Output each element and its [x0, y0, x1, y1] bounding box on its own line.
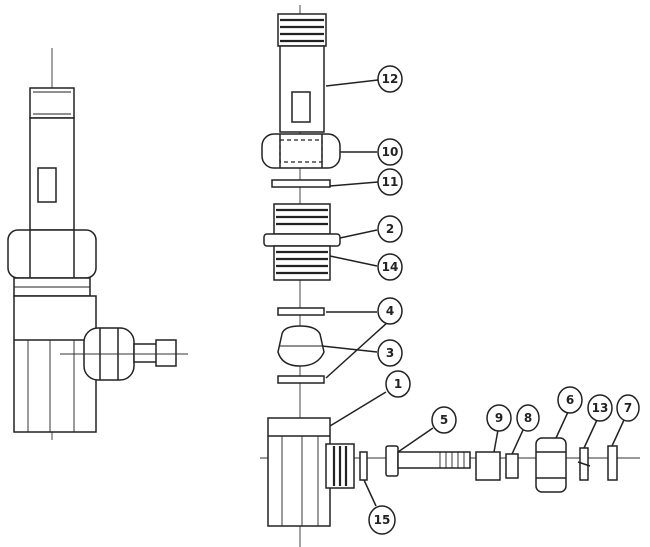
callout-13: 13 — [587, 394, 613, 422]
callout-6: 6 — [557, 386, 583, 414]
callout-label: 7 — [624, 401, 632, 415]
callout-9: 9 — [486, 404, 512, 432]
part-13-split-washer — [577, 447, 591, 481]
part-4-lower-seat — [277, 375, 325, 384]
assembled-valve-view — [7, 48, 188, 440]
part-3-ball — [277, 325, 325, 367]
callout-label: 13 — [592, 401, 609, 415]
callout-1: 1 — [385, 370, 411, 398]
callout-label: 1 — [394, 377, 402, 391]
callout-3: 3 — [377, 339, 403, 367]
callout-4: 4 — [377, 297, 403, 325]
callout-2: 2 — [377, 215, 403, 243]
callout-label: 4 — [386, 304, 394, 318]
callout-7: 7 — [616, 394, 640, 422]
part-6-nut — [535, 437, 567, 493]
callout-8: 8 — [516, 404, 540, 432]
part-10-hex-nut — [261, 133, 341, 169]
part-1-valve-body — [267, 417, 355, 527]
callout-label: 5 — [440, 413, 448, 427]
callout-5: 5 — [431, 406, 457, 434]
callout-label: 8 — [524, 411, 532, 425]
part-2-bonnet — [263, 203, 341, 247]
callout-label: 12 — [382, 72, 399, 86]
callout-14: 14 — [377, 253, 403, 281]
callout-label: 15 — [374, 513, 391, 527]
callout-10: 10 — [377, 138, 403, 166]
callout-15: 15 — [368, 505, 396, 535]
part-7-end-cap — [607, 445, 618, 481]
part-5-bolt — [385, 445, 471, 477]
callout-label: 6 — [566, 393, 574, 407]
callout-label: 14 — [382, 260, 399, 274]
callout-label: 3 — [386, 346, 394, 360]
part-8-washer — [505, 453, 519, 479]
part-11-washer — [271, 179, 331, 188]
callout-11: 11 — [377, 168, 403, 196]
part-15-gasket — [359, 451, 368, 481]
callout-label: 2 — [386, 222, 394, 236]
callout-label: 9 — [495, 411, 503, 425]
callout-label: 11 — [382, 175, 399, 189]
part-4-upper-seat — [277, 307, 325, 316]
callout-12: 12 — [377, 65, 403, 93]
part-12-stem — [277, 13, 327, 133]
part-9-spacer — [475, 451, 501, 481]
callout-label: 10 — [382, 145, 399, 159]
part-14-threaded-base — [273, 245, 331, 281]
leader-lines — [321, 79, 625, 507]
